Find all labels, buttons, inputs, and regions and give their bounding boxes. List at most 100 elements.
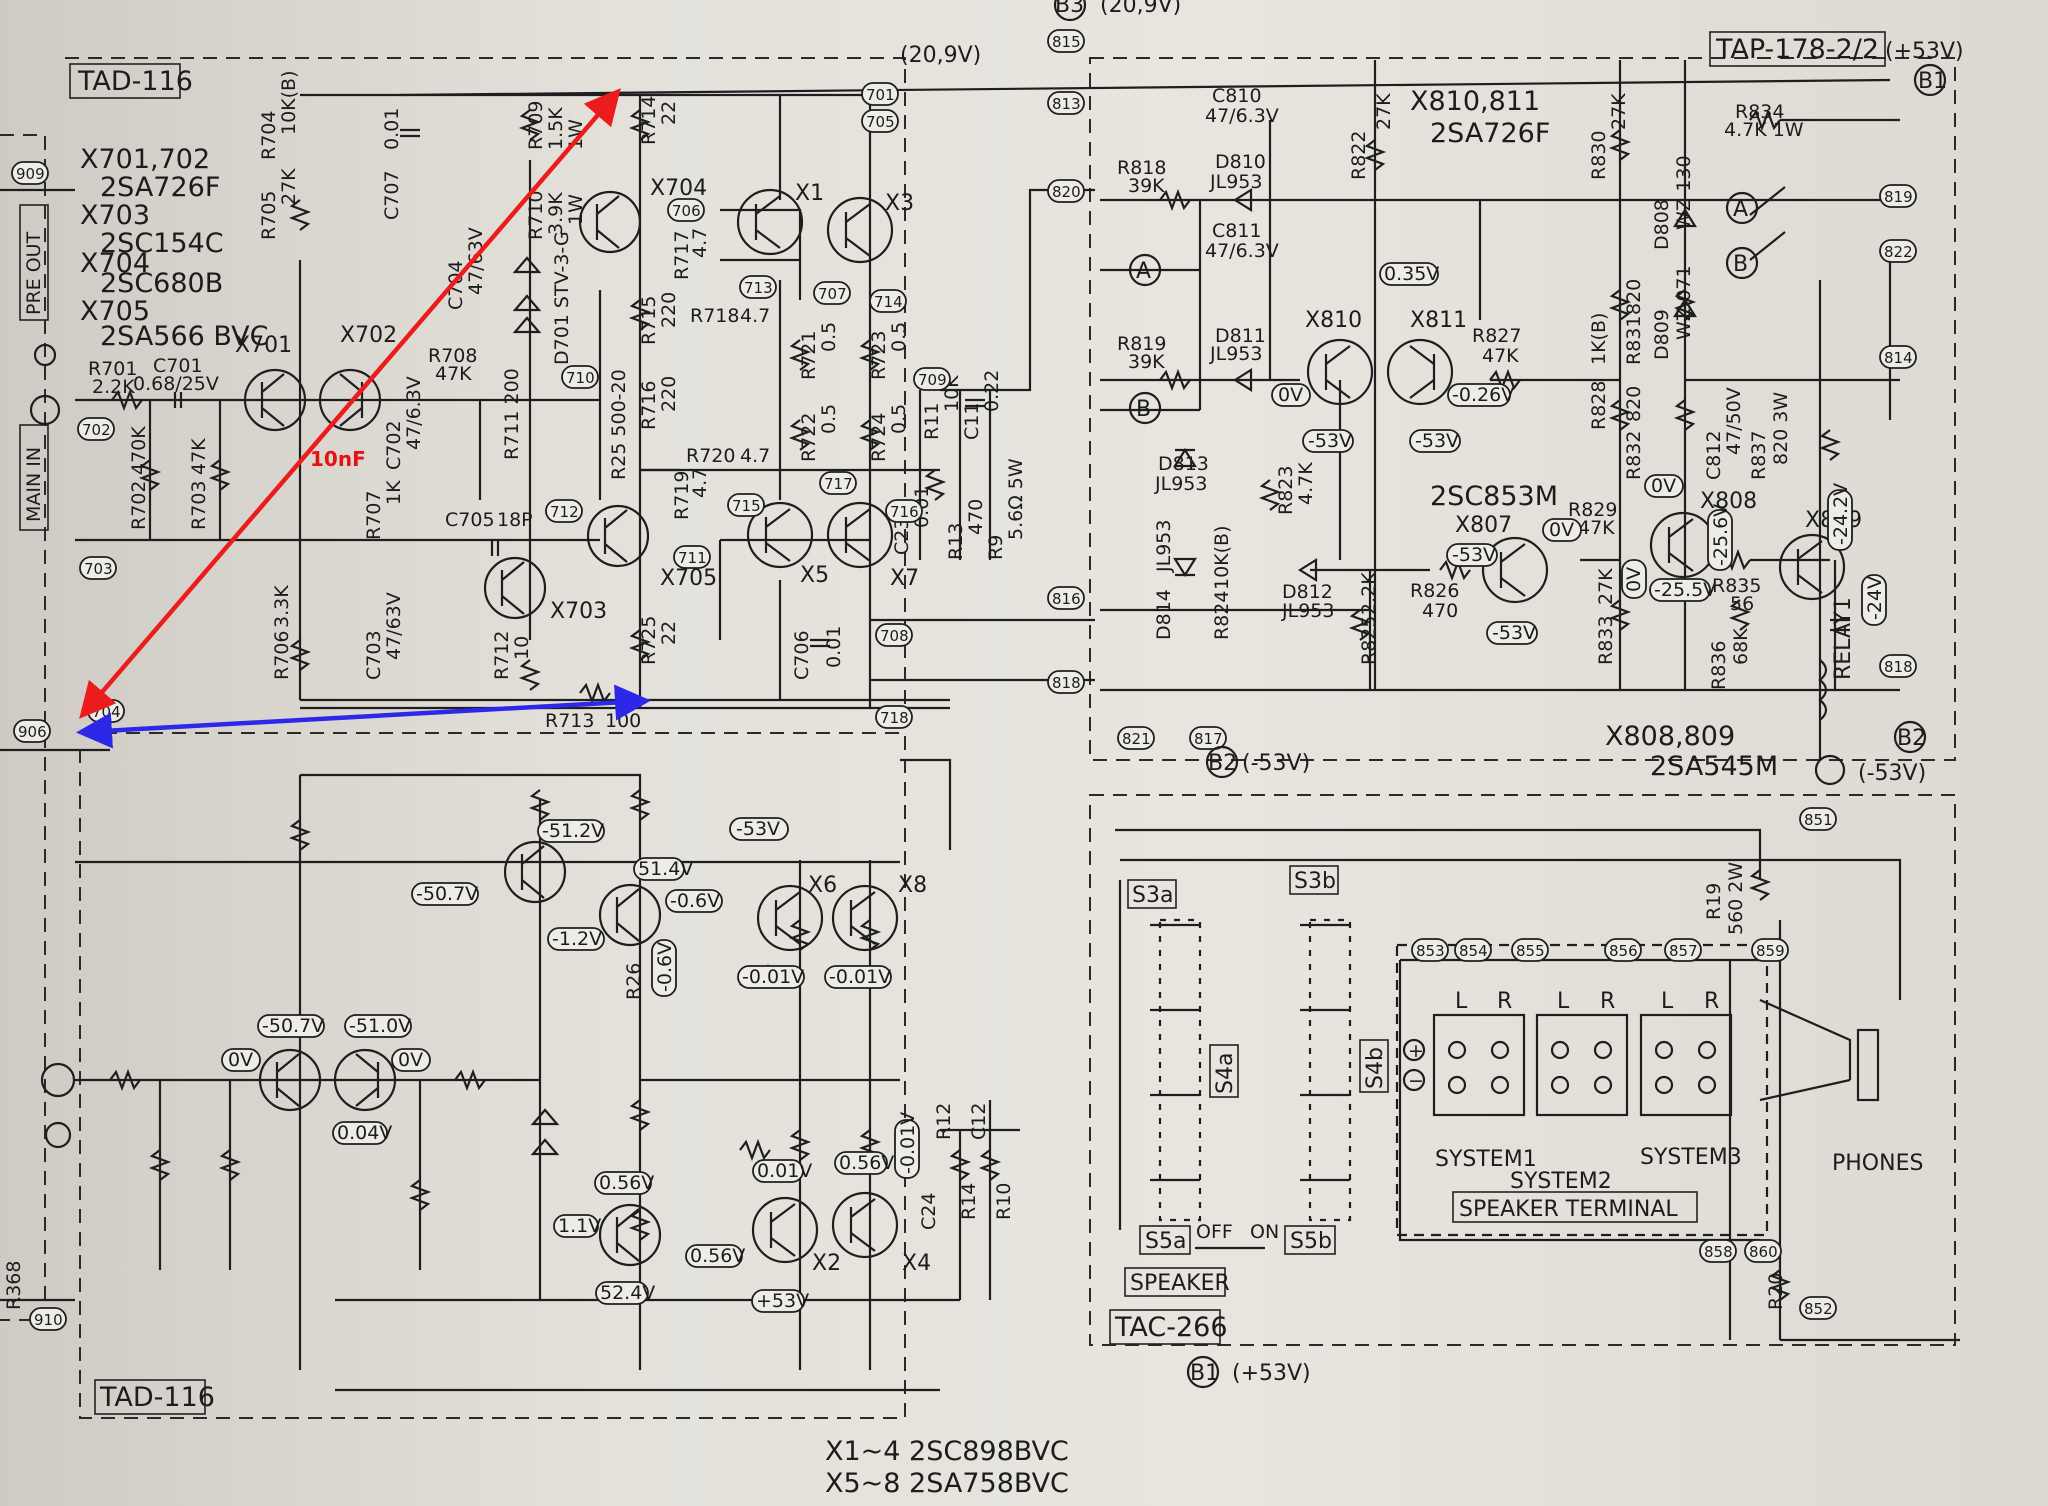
svg-text:4.7K 1W: 4.7K 1W bbox=[1724, 119, 1804, 141]
marker-b1: B bbox=[1128, 391, 1162, 425]
svg-text:R: R bbox=[1600, 989, 1615, 1014]
svg-text:R721: R721 bbox=[798, 331, 820, 380]
svg-text:820: 820 bbox=[1623, 279, 1645, 315]
svg-text:0.01V: 0.01V bbox=[757, 1160, 812, 1182]
svg-text:X701,702: X701,702 bbox=[80, 144, 210, 175]
svg-text:R818: R818 bbox=[1117, 157, 1166, 179]
svg-text:858: 858 bbox=[1704, 1243, 1733, 1261]
svg-text:R26: R26 bbox=[623, 963, 645, 1000]
svg-text:C23: C23 bbox=[891, 518, 913, 555]
svg-text:560 2W: 560 2W bbox=[1725, 862, 1747, 935]
svg-text:818: 818 bbox=[1884, 658, 1913, 676]
svg-text:L: L bbox=[1557, 989, 1570, 1014]
svg-text:5.6Ω 5W: 5.6Ω 5W bbox=[1005, 458, 1027, 540]
svg-text:4.7: 4.7 bbox=[740, 445, 770, 467]
svg-text:B: B bbox=[1733, 252, 1748, 277]
svg-text:PHONES: PHONES bbox=[1832, 1151, 1923, 1176]
marker-a1: A bbox=[1128, 253, 1162, 287]
svg-text:R705: R705 bbox=[258, 191, 280, 240]
svg-text:68K: 68K bbox=[1730, 628, 1752, 665]
svg-text:51.4V: 51.4V bbox=[638, 858, 693, 880]
svg-text:2SA545M: 2SA545M bbox=[1650, 751, 1778, 782]
terminal-854: 854 bbox=[1454, 938, 1492, 962]
svg-text:470K: 470K bbox=[128, 426, 150, 475]
svg-text:S4b: S4b bbox=[1363, 1047, 1388, 1089]
terminal-705: 705 bbox=[861, 109, 899, 133]
annotation-layer: 10nF bbox=[76, 88, 651, 749]
svg-text:0.56V: 0.56V bbox=[690, 1245, 745, 1267]
svg-text:0.04V: 0.04V bbox=[337, 1122, 392, 1144]
board-label-tap178: TAP-178-2/2 bbox=[1715, 34, 1879, 65]
svg-text:703: 703 bbox=[84, 560, 113, 578]
svg-text:-24.2V: -24.2V bbox=[1830, 483, 1852, 545]
terminal-818-left: 818 bbox=[1047, 670, 1085, 694]
svg-text:-0.01V: -0.01V bbox=[897, 1112, 919, 1174]
svg-text:R706: R706 bbox=[271, 631, 293, 680]
svg-text:R12: R12 bbox=[933, 1103, 955, 1140]
svg-text:X808,809: X808,809 bbox=[1605, 721, 1735, 752]
terminal-909: 909 bbox=[11, 161, 49, 185]
svg-text:R722: R722 bbox=[798, 413, 820, 462]
svg-text:R10: R10 bbox=[993, 1183, 1015, 1220]
svg-text:3.3K: 3.3K bbox=[271, 585, 293, 628]
svg-text:-50.7V: -50.7V bbox=[262, 1015, 324, 1037]
terminal-857: 857 bbox=[1664, 938, 1702, 962]
svg-text:X703: X703 bbox=[80, 200, 150, 231]
svg-text:R715: R715 bbox=[638, 296, 660, 345]
svg-text:0V: 0V bbox=[1623, 567, 1645, 592]
svg-text:C812: C812 bbox=[1703, 430, 1725, 480]
terminal-815: 815 bbox=[1047, 29, 1085, 53]
terminal-906: 906 bbox=[13, 719, 51, 743]
svg-text:47/6.3V: 47/6.3V bbox=[403, 376, 425, 450]
svg-text:708: 708 bbox=[880, 627, 909, 645]
svg-text:SYSTEM2: SYSTEM2 bbox=[1510, 1169, 1612, 1194]
svg-text:2.2K: 2.2K bbox=[1358, 572, 1380, 615]
terminal-816: 816 bbox=[1047, 586, 1085, 610]
terminal-853: 853 bbox=[1411, 938, 1449, 962]
svg-text:851: 851 bbox=[1804, 811, 1833, 829]
svg-text:R709: R709 bbox=[525, 101, 547, 150]
svg-text:R: R bbox=[1704, 989, 1719, 1014]
svg-text:0.5: 0.5 bbox=[888, 322, 910, 352]
terminal-852: 852 bbox=[1799, 1296, 1837, 1320]
lower-channel-wiring bbox=[75, 758, 1020, 1392]
svg-text:4.7: 4.7 bbox=[740, 305, 770, 327]
svg-text:47K: 47K bbox=[1482, 345, 1519, 367]
svg-text:X702: X702 bbox=[340, 323, 397, 348]
terminal-714: 714 bbox=[869, 289, 907, 313]
svg-text:SYSTEM3: SYSTEM3 bbox=[1640, 1145, 1742, 1170]
svg-text:715: 715 bbox=[732, 497, 761, 515]
svg-text:+53V: +53V bbox=[756, 1290, 809, 1312]
x810-symbol bbox=[1306, 338, 1374, 406]
svg-text:-53V: -53V bbox=[1415, 430, 1459, 452]
svg-text:47K: 47K bbox=[435, 363, 472, 385]
transistor-type-list: X701,702 2SA726F X703 2SC154C X704 2SC68… bbox=[80, 86, 1778, 1499]
svg-text:R832: R832 bbox=[1623, 431, 1645, 480]
lower-q1 bbox=[503, 840, 567, 904]
x3-symbol bbox=[826, 196, 894, 264]
svg-text:X4: X4 bbox=[902, 1251, 931, 1276]
input-jacks bbox=[0, 188, 110, 1302]
svg-text:X810,811: X810,811 bbox=[1410, 86, 1540, 117]
svg-text:D808: D808 bbox=[1651, 199, 1673, 250]
svg-text:C703: C703 bbox=[363, 630, 385, 680]
svg-text:27K: 27K bbox=[1373, 93, 1395, 130]
svg-text:56: 56 bbox=[1730, 593, 1754, 615]
svg-text:A: A bbox=[1733, 197, 1748, 222]
svg-text:R826: R826 bbox=[1410, 580, 1459, 602]
terminal-820: 820 bbox=[1047, 179, 1085, 203]
x5-symbol bbox=[746, 501, 814, 569]
device-labels: X701 X702 X703 X704 X705 X1 X3 X5 X7 X6 … bbox=[235, 176, 1862, 1276]
tac266-board-outline bbox=[1089, 794, 1956, 1346]
svg-text:X807: X807 bbox=[1455, 513, 1512, 538]
svg-text:R725: R725 bbox=[638, 616, 660, 665]
svg-text:47/63V: 47/63V bbox=[383, 592, 405, 660]
svg-text:S4a: S4a bbox=[1213, 1053, 1238, 1094]
x6-symbol bbox=[756, 884, 824, 952]
svg-text:906: 906 bbox=[18, 723, 47, 741]
terminal-708: 708 bbox=[875, 623, 913, 647]
svg-text:R9: R9 bbox=[985, 535, 1007, 560]
svg-text:4.7: 4.7 bbox=[689, 468, 711, 498]
svg-text:817: 817 bbox=[1194, 730, 1223, 748]
svg-text:R835: R835 bbox=[1712, 575, 1761, 597]
